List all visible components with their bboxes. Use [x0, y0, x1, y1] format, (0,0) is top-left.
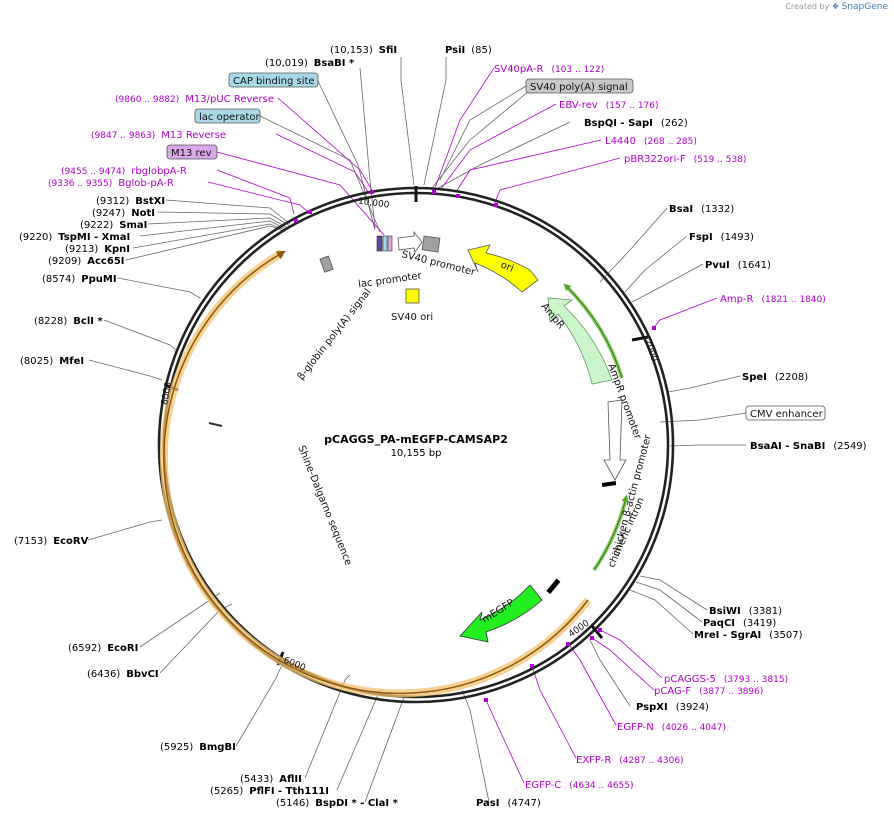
enzyme-label-sfii[interactable]: (10,153)SfiI [330, 45, 397, 56]
enzyme-label-bcli[interactable]: (8228)BclI * [34, 316, 103, 327]
plasmid-name: pCAGGS_PA-mEGFP-CAMSAP2 [324, 433, 508, 446]
primer-label-rbglobpa-r[interactable]: (9455 .. 9474)rbglobpA-R [61, 166, 187, 177]
snapgene-logo-icon: ❖ [831, 2, 840, 11]
feature-label-beta-globin-polya: β-globin poly(A) signal [296, 287, 374, 382]
feature-label-ori: ori [499, 260, 515, 275]
lac-operator-label: lac operator [199, 112, 260, 123]
cap-binding-site-label: CAP binding site [233, 76, 315, 87]
enzyme-label-bsiwi[interactable]: BsiWI(3381) [709, 606, 782, 617]
ruler-label: 2000 [642, 338, 659, 363]
created-by-label: Created by [785, 2, 830, 11]
enzyme-label-bmgbi[interactable]: (5925)BmgBI [160, 742, 236, 753]
enzyme-label-fspi[interactable]: FspI(1493) [689, 232, 754, 243]
enzyme-label-ecorv[interactable]: (7153)EcoRV [14, 536, 89, 547]
primer-label-m13-puc-reverse[interactable]: (9860 .. 9882)M13/pUC Reverse [115, 94, 274, 105]
beta-globin-polya-box[interactable] [319, 255, 334, 273]
enzyme-label-paqci[interactable]: PaqCI(3419) [703, 618, 776, 629]
enzyme-label-spei[interactable]: SpeI(2208) [742, 372, 808, 383]
green-feature-arcs [563, 283, 629, 572]
orange-feature-arc [160, 249, 592, 698]
ampr-arrow[interactable] [547, 297, 613, 385]
enzyme-label-bsabi[interactable]: (10,019)BsaBI * [265, 58, 355, 69]
snapgene-name: SnapGene [841, 2, 888, 12]
cmv-enhancer-label: CMV enhancer [750, 409, 824, 420]
ampr-promoter-arrow[interactable] [603, 399, 627, 481]
primer-label-l4440[interactable]: L4440(268 .. 285) [605, 136, 697, 147]
enzyme-label-smai[interactable]: (9222)SmaI [80, 220, 147, 231]
chicken-actin-promoter-bar[interactable] [601, 481, 617, 487]
enzyme-label-bsaai-snabi[interactable]: BsaAI - SnaBI(2549) [750, 441, 867, 452]
enzyme-label-kpni[interactable]: (9213)KpnI [65, 244, 130, 255]
sv40-ori-box[interactable] [405, 288, 420, 304]
sv40-polya-label-box[interactable] [525, 78, 634, 94]
cap-binding-site-box[interactable] [228, 72, 319, 88]
feature-label-shine-dalgarno: Shine-Dalgarno sequence [295, 444, 353, 567]
snapgene-brand: Created by ❖ SnapGene [785, 2, 888, 12]
primer-label-egfp-n[interactable]: EGFP-N(4026 .. 4047) [617, 722, 726, 733]
enzyme-label-bsai[interactable]: BsaI(1332) [669, 204, 734, 215]
enzyme-label-ecori[interactable]: (6592)EcoRI [68, 643, 138, 654]
shine-dalgarno-mark [208, 422, 223, 427]
enzyme-label-bspqi-sapi[interactable]: BspQI - SapI(262) [584, 118, 688, 129]
enzyme-label-srgai[interactable]: MreI - SgrAI(3507) [694, 630, 803, 641]
lac-operator-label-box[interactable] [194, 108, 261, 124]
primer-label-egfp-c[interactable]: EGFP-C(4634 .. 4655) [525, 780, 634, 791]
primer-label-sv40pa-r[interactable]: SV40pA-R(103 .. 122) [494, 64, 604, 75]
enzyme-label-mfei[interactable]: (8025)MfeI [20, 356, 84, 367]
enzyme-label-tspmi-xmai[interactable]: (9220)TspMI - XmaI [19, 232, 130, 243]
m13-rev-label-box[interactable] [166, 144, 218, 160]
sv40-polya-box[interactable] [421, 235, 441, 253]
primer-label-amp-r[interactable]: Amp-R(1821 .. 1840) [720, 294, 826, 305]
intron-bar[interactable] [546, 578, 561, 595]
primer-label-pcaggs-5[interactable]: pCAGGS-5(3793 .. 3815) [664, 674, 788, 685]
enzyme-label-noti[interactable]: (9247)NotI [92, 208, 155, 219]
m13-rev-box[interactable] [387, 235, 393, 252]
feature-label-lac-promoter: lac promoter [357, 270, 423, 290]
lac-operator-box[interactable] [376, 235, 383, 252]
enzyme-label-bbvci[interactable]: (6436)BbvCI [87, 669, 159, 680]
enzyme-label-bstxi[interactable]: (9312)BstXI [96, 196, 165, 207]
plasmid-length: 10,155 bp [391, 448, 442, 459]
enzyme-label-acc65i[interactable]: (9209)Acc65I [48, 256, 125, 267]
megfp-arrow[interactable] [459, 584, 543, 643]
enzyme-label-pvui[interactable]: PvuI(1641) [705, 260, 771, 271]
enzyme-label-bspdi-clai[interactable]: (5146)BspDI * - ClaI * [276, 798, 399, 809]
primer-label-exfp-r[interactable]: EXFP-R(4287 .. 4306) [576, 755, 684, 766]
primer-label-pbr322ori-f[interactable]: pBR322ori-F(519 .. 538) [624, 154, 746, 165]
feature-label-sv40-ori: SV40 ori [391, 312, 433, 323]
sv40-polya-label: SV40 poly(A) signal [530, 82, 628, 93]
ruler-label: 10,000 [357, 197, 390, 211]
cmv-enhancer-box[interactable] [745, 405, 826, 421]
primer-label-ebv-rev[interactable]: EBV-rev(157 .. 176) [559, 100, 659, 111]
enzyme-label-pasi[interactable]: PasI(4747) [476, 798, 541, 809]
enzyme-label-ppumi[interactable]: (8574)PpuMI [42, 274, 117, 285]
ori-arrow[interactable] [467, 244, 539, 293]
enzyme-label-psii[interactable]: PsiI(85) [445, 45, 492, 56]
primer-label-bglob-pa-r[interactable]: (9336 .. 9355)Bglob-pA-R [48, 178, 174, 189]
m13-rev-label: M13 rev [171, 148, 212, 159]
enzyme-label-pflfi-tth111i[interactable]: (5265)PflFI - Tth111I [210, 786, 329, 797]
primer-label-m13-reverse[interactable]: (9847 .. 9863)M13 Reverse [91, 130, 226, 141]
enzyme-label-pspxi[interactable]: PspXI(3924) [636, 702, 709, 713]
cap-site-box[interactable] [382, 235, 388, 252]
primer-label-pcag-f[interactable]: pCAG-F(3877 .. 3896) [654, 686, 763, 697]
sv40-promoter-arrow[interactable] [397, 230, 423, 253]
ruler-label: 8000 [160, 381, 174, 406]
enzyme-label-aflii[interactable]: (5433)AflII [240, 774, 302, 785]
